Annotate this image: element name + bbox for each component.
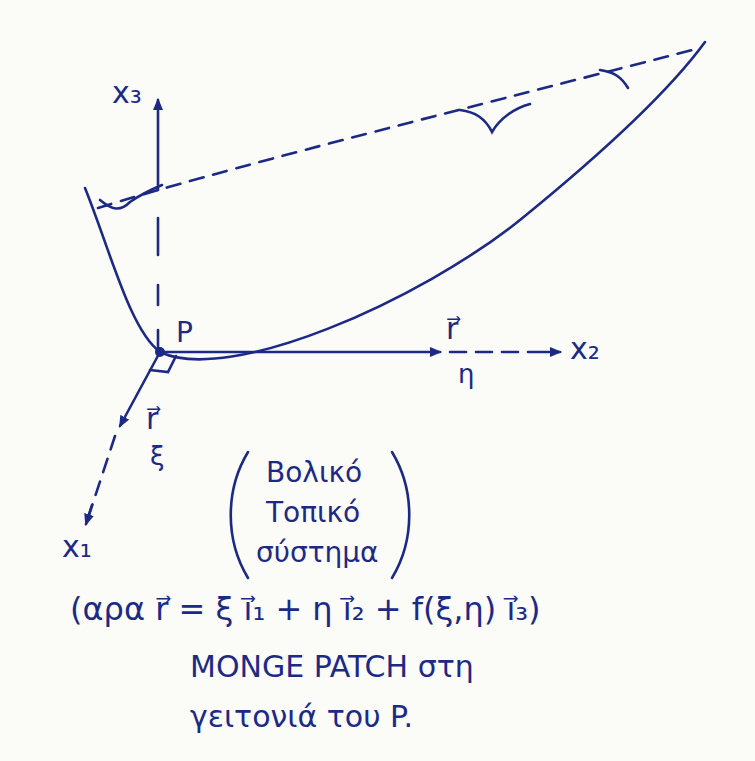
note-text: Τοπικό xyxy=(266,498,360,529)
vector-subscript: ξ xyxy=(150,442,165,471)
vector-label: r⃗ xyxy=(446,312,458,345)
caption-line: γειτονιά του P. xyxy=(190,700,413,733)
axis-label: x₃ xyxy=(112,76,142,109)
point-p xyxy=(155,347,165,357)
axis-label: x₂ xyxy=(570,332,600,365)
point-label: P xyxy=(176,318,193,349)
note-text: σύστημα xyxy=(256,538,379,569)
caption-line: MONGE PATCH στη xyxy=(190,650,474,683)
vector-label: r⃗ xyxy=(146,402,158,435)
formula: (αρα r⃗ = ξ i⃗₁ + η i⃗₂ + f(ξ,η) i⃗₃) xyxy=(70,592,541,627)
note-text: Βολικό xyxy=(266,458,362,489)
vector-subscript: η xyxy=(458,360,474,389)
axis-label: x₁ xyxy=(62,530,92,563)
